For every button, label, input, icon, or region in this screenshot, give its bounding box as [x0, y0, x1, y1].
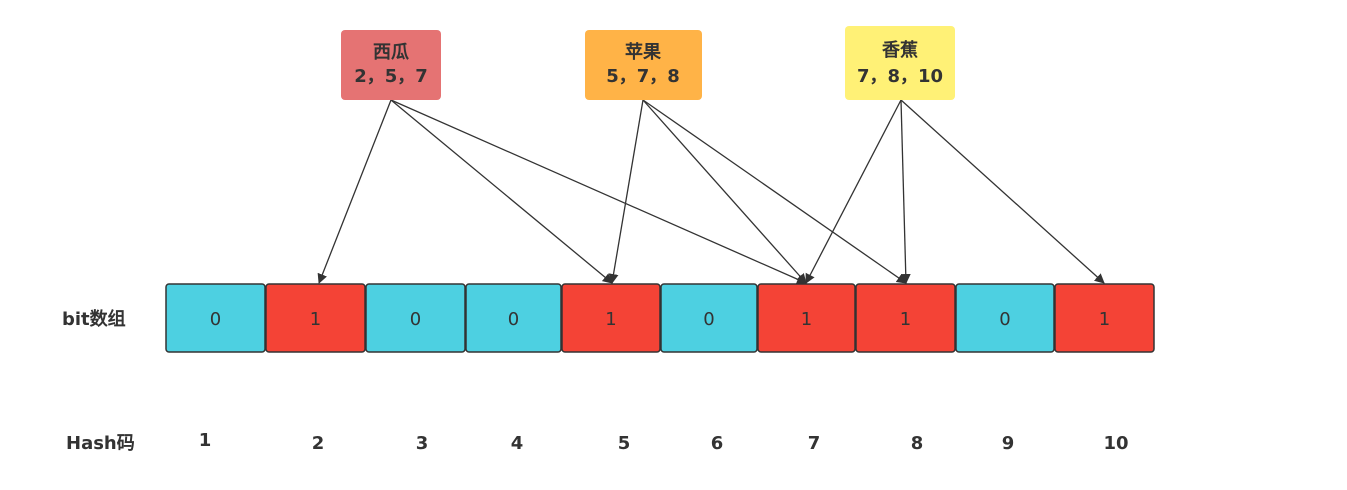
bit-cell-value: 1 — [900, 309, 911, 330]
fruit-banana-hashes: 7，8，10 — [857, 66, 943, 87]
fruit-apple-name: 苹果 — [625, 41, 662, 63]
arrow-apple-to-5 — [608, 99, 644, 284]
bit-cell: 0 — [660, 283, 758, 353]
bit-cell: 1 — [855, 283, 956, 353]
hash-code: 3 — [416, 433, 429, 454]
hash-code: 6 — [711, 433, 724, 454]
bit-cell-value: 1 — [801, 309, 812, 330]
fruit-banana-name: 香蕉 — [881, 40, 918, 61]
hash-codes: 1 2 3 4 5 6 7 8 9 10 — [199, 430, 1129, 454]
bit-cell-value: 1 — [310, 309, 321, 330]
hash-code: 9 — [1002, 433, 1015, 454]
bit-cell: 1 — [561, 283, 661, 353]
fruit-box-banana: 香蕉 7，8，10 — [845, 26, 955, 100]
bit-cell-value: 0 — [703, 309, 714, 330]
arrow-watermelon-to-7 — [390, 99, 807, 284]
bit-cell: 0 — [365, 283, 466, 353]
fruit-box-watermelon-rect — [341, 30, 441, 100]
fruit-box-apple-rect — [585, 30, 702, 100]
arrow-watermelon-to-2 — [317, 99, 392, 284]
fruit-box-banana-rect — [845, 26, 955, 100]
bit-cell-value: 0 — [210, 309, 221, 330]
bit-cell: 1 — [265, 283, 366, 353]
bit-cell-value: 0 — [410, 309, 421, 330]
arrow-apple-to-8 — [642, 99, 907, 284]
hash-code: 5 — [618, 433, 631, 454]
bit-cell: 0 — [165, 283, 266, 353]
arrow-apple-to-7 — [642, 99, 807, 284]
hash-code: 10 — [1103, 433, 1128, 454]
bit-cell-value: 0 — [999, 309, 1010, 330]
arrow-banana-to-10 — [900, 99, 1105, 284]
hash-code: 7 — [808, 433, 821, 454]
arrows-layer — [317, 99, 1105, 284]
bit-cell: 0 — [955, 283, 1055, 353]
hash-row-label: Hash码 — [66, 433, 135, 454]
fruit-box-apple: 苹果 5，7，8 — [585, 30, 702, 100]
fruit-watermelon-name: 西瓜 — [373, 42, 409, 63]
bit-cell-value: 1 — [605, 309, 616, 330]
arrow-banana-to-8 — [900, 99, 911, 284]
hash-code: 1 — [199, 430, 212, 451]
fruit-box-watermelon: 西瓜 2，5，7 — [341, 30, 441, 100]
bit-array: 0 1 0 0 1 0 1 1 0 1 — [165, 283, 1155, 353]
hash-code: 2 — [312, 433, 325, 454]
bit-cell: 1 — [757, 283, 856, 353]
arrow-banana-to-7 — [805, 99, 902, 284]
bit-cell: 1 — [1054, 283, 1155, 353]
bit-array-label: bit数组 — [62, 308, 126, 330]
fruit-apple-hashes: 5，7，8 — [606, 66, 680, 87]
bit-cell-value: 0 — [508, 309, 519, 330]
bit-cell: 0 — [465, 283, 562, 353]
fruit-watermelon-hashes: 2，5，7 — [354, 66, 428, 87]
hash-code: 8 — [911, 433, 924, 454]
hash-code: 4 — [511, 433, 524, 454]
arrow-watermelon-to-5 — [390, 99, 613, 284]
bit-cell-value: 1 — [1099, 309, 1110, 330]
